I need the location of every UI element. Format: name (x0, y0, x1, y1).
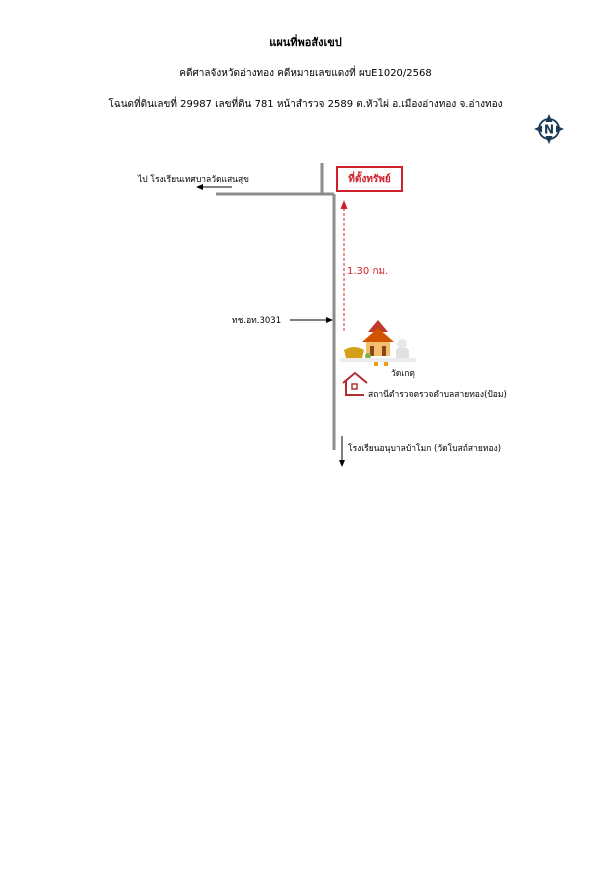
deed-info-line: โฉนดที่ดินเลขที่ 29987 เลขที่ดิน 781 หน้… (108, 99, 503, 110)
left-arrow-icon (196, 184, 203, 190)
school-direction-label: ไป โรงเรียนเทศบาลวัดแสนสุข (138, 175, 249, 185)
page-title: แผนที่พอสังเขป (269, 36, 342, 49)
police-station-label: สถานีตำรวจตรวจตำบลสายทอง(ป้อม) (368, 390, 507, 400)
road-code-label: ทช.อท.3031 (232, 316, 282, 326)
distance-label: 1.30 กม. (347, 266, 389, 277)
compass-letter: N (544, 123, 554, 137)
temple-label: วัดเกตุ (391, 369, 415, 379)
kindergarten-label: โรงเรียนอนุบาลบ้าโมก (วัดโบสถ์สายทอง) (348, 444, 502, 454)
case-number-line: คดีศาลจังหวัดอ่างทอง คดีหมายเลขแดงที่ ผบ… (179, 68, 432, 79)
police-station-icon (342, 371, 368, 396)
temple-icon (340, 320, 416, 366)
property-location-box: ที่ตั้งทรัพย์ (336, 166, 403, 192)
north-compass-icon: N (534, 114, 564, 144)
down-arrow-icon (339, 460, 345, 467)
up-arrow-icon (340, 200, 348, 209)
right-arrow-icon (326, 317, 333, 323)
